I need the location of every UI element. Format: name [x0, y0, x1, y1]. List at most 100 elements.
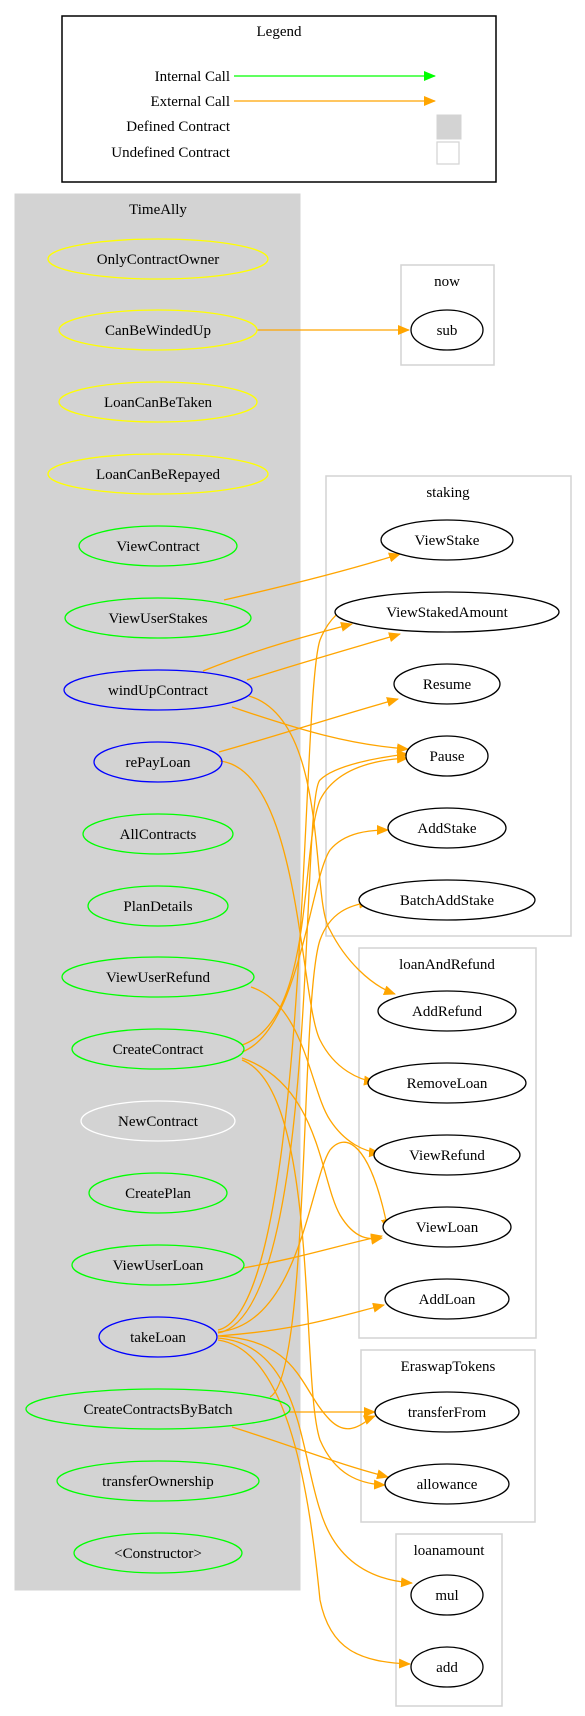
edge-createcontract-allowance	[241, 1059, 386, 1490]
node-staking-viewstakedamount-shape	[334, 591, 560, 633]
node-plandetails[interactable]: PlanDetails	[87, 885, 229, 927]
node-lr-viewloan[interactable]: ViewLoan	[382, 1206, 512, 1248]
node-canbewindedup-shape	[58, 309, 258, 351]
node-takeloan-shape	[98, 1316, 218, 1358]
node-staking-addstake[interactable]: AddStake	[387, 807, 507, 849]
node-loancanbetaken[interactable]: LoanCanBeTaken	[58, 381, 258, 423]
node-staking-viewstakedamount-label: ViewStakedAmount	[386, 605, 508, 621]
node-staking-viewstake[interactable]: ViewStake	[380, 519, 514, 561]
node-viewuserrefund[interactable]: ViewUserRefund	[61, 956, 255, 998]
node-et-allowance[interactable]: allowance	[384, 1463, 510, 1505]
node-createcontractsbybatch-shape	[25, 1388, 291, 1430]
node-transferownership-label: transferOwnership	[102, 1474, 214, 1490]
node-onlycontractowner[interactable]: OnlyContractOwner	[47, 238, 269, 280]
node-viewuserrefund-label: ViewUserRefund	[106, 970, 211, 986]
node-canbewindedup[interactable]: CanBeWindedUp	[58, 309, 258, 351]
external-nodes: sub ViewStake ViewStakedAmount Resume Pa…	[334, 309, 560, 1688]
node-viewcontract[interactable]: ViewContract	[78, 525, 238, 567]
node-staking-resume-shape	[393, 663, 501, 705]
node-lr-viewloan-shape	[382, 1206, 512, 1248]
node-now-sub[interactable]: sub	[410, 309, 484, 351]
node-newcontract-shape	[80, 1100, 236, 1142]
node-allcontracts[interactable]: AllContracts	[82, 813, 234, 855]
node-constructor[interactable]: <Constructor>	[73, 1532, 243, 1574]
node-loancanberepayed[interactable]: LoanCanBeRepayed	[47, 453, 269, 495]
node-la-add[interactable]: add	[410, 1646, 484, 1688]
node-transferownership[interactable]: transferOwnership	[56, 1460, 260, 1502]
legend-defined-contract-label: Defined Contract	[126, 119, 231, 135]
edge-repayloan-removeloan	[219, 760, 376, 1086]
node-newcontract-label: NewContract	[118, 1114, 199, 1130]
node-et-allowance-label: allowance	[417, 1477, 478, 1493]
node-takeloan[interactable]: takeLoan	[98, 1316, 218, 1358]
node-repayloan[interactable]: rePayLoan	[93, 741, 223, 783]
edge-takeloan-transferfrom	[217, 1335, 376, 1430]
node-la-add-label: add	[436, 1660, 458, 1676]
node-windupcontract[interactable]: windUpContract	[63, 669, 253, 711]
cluster-staking-label: staking	[426, 485, 470, 501]
node-createplan[interactable]: CreatePlan	[88, 1172, 228, 1214]
node-staking-viewstake-label: ViewStake	[415, 533, 480, 549]
node-lr-viewrefund-shape	[373, 1134, 521, 1176]
node-staking-viewstakedamount[interactable]: ViewStakedAmount	[334, 591, 560, 633]
node-createcontractsbybatch-label: CreateContractsByBatch	[83, 1402, 233, 1418]
node-lr-addloan-shape	[384, 1278, 510, 1320]
node-viewuserloan-label: ViewUserLoan	[113, 1258, 204, 1274]
node-lr-addrefund[interactable]: AddRefund	[377, 990, 517, 1032]
edge-viewuserstakes-viewstake	[223, 552, 401, 601]
edge-takeloan-add	[217, 1339, 411, 1669]
node-now-sub-label: sub	[437, 323, 458, 339]
node-repayloan-label: rePayLoan	[126, 755, 191, 771]
node-createcontractsbybatch[interactable]: CreateContractsByBatch	[25, 1388, 291, 1430]
node-windupcontract-label: windUpContract	[108, 683, 209, 699]
node-viewuserstakes[interactable]: ViewUserStakes	[64, 597, 252, 639]
node-et-allowance-shape	[384, 1463, 510, 1505]
node-viewuserstakes-shape	[64, 597, 252, 639]
legend-undefined-contract-swatch	[436, 141, 460, 165]
node-lr-viewloan-label: ViewLoan	[416, 1220, 479, 1236]
node-staking-pause-label: Pause	[430, 749, 465, 765]
node-et-transferfrom[interactable]: transferFrom	[374, 1391, 520, 1433]
node-staking-pause[interactable]: Pause	[405, 735, 489, 777]
node-staking-resume[interactable]: Resume	[393, 663, 501, 705]
node-la-add-shape	[410, 1646, 484, 1688]
node-staking-addstake-shape	[387, 807, 507, 849]
node-takeloan-label: takeLoan	[130, 1330, 186, 1346]
node-loancanbetaken-label: LoanCanBeTaken	[104, 395, 213, 411]
legend-defined-contract-swatch	[436, 114, 462, 140]
node-lr-addrefund-shape	[377, 990, 517, 1032]
edge-windupcontract-pause	[231, 706, 409, 754]
cluster-timeally-label: TimeAlly	[129, 202, 187, 218]
node-createplan-shape	[88, 1172, 228, 1214]
node-createcontract[interactable]: CreateContract	[71, 1028, 245, 1070]
node-et-transferfrom-shape	[374, 1391, 520, 1433]
node-now-sub-shape	[410, 309, 484, 351]
cluster-eraswaptokens-label: EraswapTokens	[401, 1359, 496, 1375]
legend: Legend Internal Call External Call Defin…	[61, 15, 497, 183]
node-la-mul[interactable]: mul	[410, 1574, 484, 1616]
edge-takeloan-viewloan	[217, 1141, 391, 1333]
legend-box	[61, 15, 497, 183]
node-lr-viewrefund[interactable]: ViewRefund	[373, 1134, 521, 1176]
node-staking-resume-label: Resume	[423, 677, 472, 693]
node-staking-batchaddstake[interactable]: BatchAddStake	[358, 879, 536, 921]
node-viewuserloan[interactable]: ViewUserLoan	[71, 1244, 245, 1286]
node-lr-viewrefund-label: ViewRefund	[409, 1148, 485, 1164]
node-lr-addloan[interactable]: AddLoan	[384, 1278, 510, 1320]
edge-windupcontract-addrefund	[248, 695, 396, 995]
node-transferownership-shape	[56, 1460, 260, 1502]
node-allcontracts-label: AllContracts	[120, 827, 197, 843]
node-staking-addstake-label: AddStake	[417, 821, 477, 837]
node-et-transferfrom-label: transferFrom	[408, 1405, 487, 1421]
node-loancanberepayed-label: LoanCanBeRepayed	[96, 467, 221, 483]
edge-createcontractsbybatch-batchaddstake	[269, 898, 371, 1398]
node-la-mul-label: mul	[435, 1588, 458, 1604]
node-lr-removeloan-label: RemoveLoan	[407, 1076, 488, 1092]
node-createcontract-label: CreateContract	[113, 1042, 205, 1058]
edges	[202, 325, 413, 1669]
node-lr-removeloan[interactable]: RemoveLoan	[367, 1062, 527, 1104]
node-newcontract[interactable]: NewContract	[80, 1100, 236, 1142]
edge-createcontractsbybatch-allowance	[231, 1426, 389, 1480]
legend-external-call-label: External Call	[150, 94, 230, 110]
